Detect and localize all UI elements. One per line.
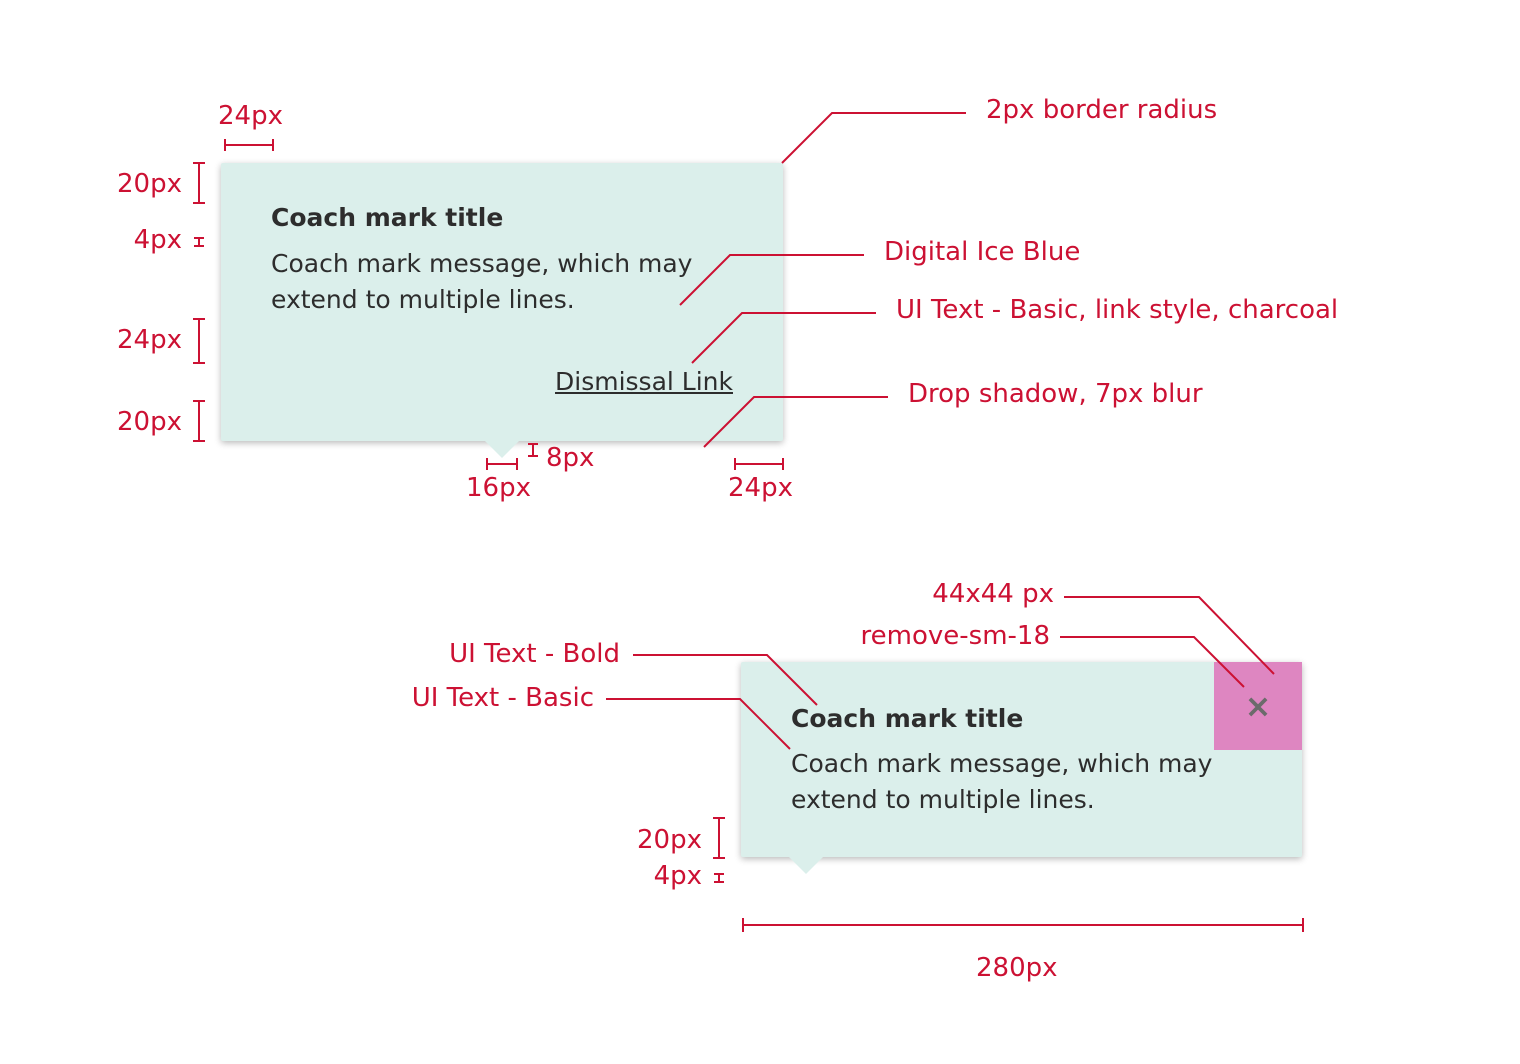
- coach-mark-card-with-close: Coach mark title Coach mark message, whi…: [741, 662, 1302, 857]
- coach-mark-title: Coach mark title: [791, 704, 1024, 733]
- label-pad-top: 20px: [117, 169, 182, 199]
- close-button[interactable]: ×: [1214, 662, 1302, 750]
- label-pointer-width: 16px: [466, 473, 531, 503]
- label-link-style: UI Text - Basic, link style, charcoal: [896, 295, 1339, 325]
- label-title-gap: 4px: [133, 225, 182, 255]
- label-shadow: Drop shadow, 7px blur: [908, 379, 1203, 409]
- label-pad-left: 24px: [218, 101, 283, 131]
- coach-mark-title: Coach mark title: [271, 203, 504, 232]
- label-card-width: 280px: [976, 953, 1058, 983]
- label-card2-pad-bottom: 20px: [637, 825, 702, 855]
- leader-border-radius: [781, 112, 966, 164]
- remove-icon: ×: [1244, 687, 1272, 725]
- label-pointer-height: 8px: [546, 443, 595, 473]
- label-title-style: UI Text - Bold: [449, 639, 620, 669]
- label-close-icon: remove-sm-18: [860, 621, 1050, 651]
- label-pad-bottom: 20px: [117, 407, 182, 437]
- coach-mark-pointer: [788, 856, 824, 874]
- label-message-style: UI Text - Basic: [411, 683, 594, 713]
- label-link-gap: 24px: [117, 325, 182, 355]
- coach-mark-message: Coach mark message, which may extend to …: [791, 749, 1213, 814]
- dismissal-link[interactable]: Dismissal Link: [555, 367, 733, 396]
- label-bg-color: Digital Ice Blue: [884, 237, 1081, 267]
- label-pad-right: 24px: [728, 473, 793, 503]
- label-card2-pointer-gap: 4px: [653, 861, 702, 891]
- coach-mark-message: Coach mark message, which may extend to …: [271, 249, 693, 314]
- coach-mark-pointer: [484, 440, 520, 458]
- coach-mark-card-with-link: Coach mark title Coach mark message, whi…: [221, 163, 783, 441]
- label-border-radius: 2px border radius: [986, 95, 1218, 125]
- label-close-size: 44x44 px: [932, 579, 1054, 609]
